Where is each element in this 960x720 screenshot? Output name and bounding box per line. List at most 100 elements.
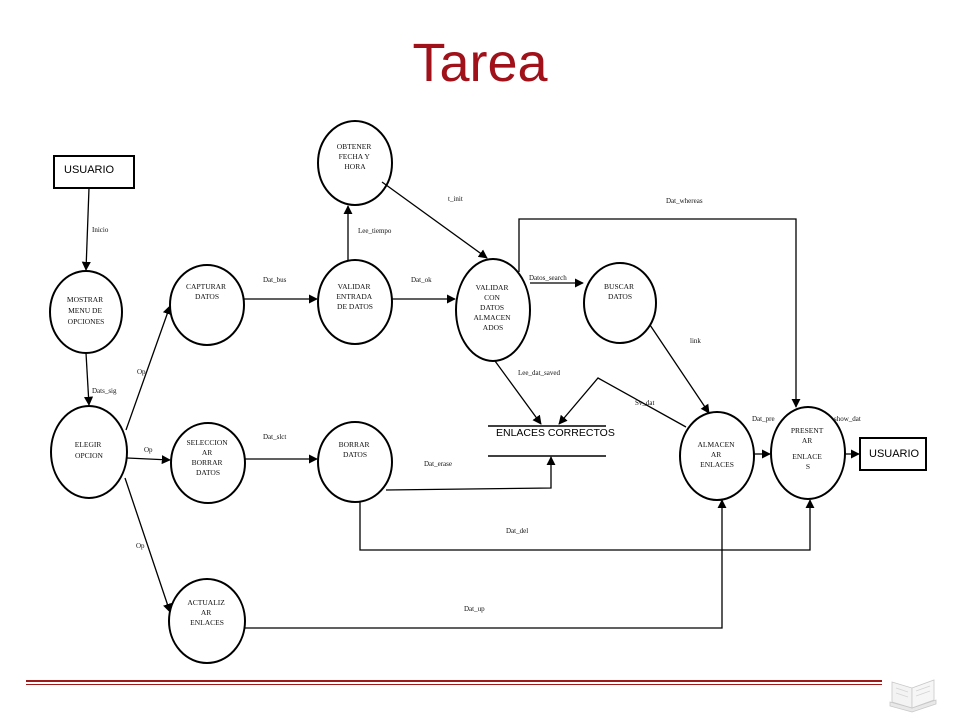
svg-text:MOSTRAR MENU DE OP: MOSTRAR MENU DE OPCIONES [67, 295, 105, 326]
flow-label-dat-whereas: Dat_whereas [666, 197, 703, 205]
svg-text:CAPTURAR DATOS: CAPTURAR DATOS [186, 282, 228, 301]
svg-text:OBTENER FECHA Y HO: OBTENER FECHA Y HORA [337, 142, 373, 171]
svg-text:VALIDAR CON DATOS: VALIDAR CON DATOS ALMACEN ADOS [474, 283, 513, 332]
svg-text:SELECCION AR BORRA: SELECCION AR BORRAR DATOS [186, 438, 229, 477]
process-actualizar-line-3: ENLACES [190, 618, 224, 627]
flow-dat-del-arrow [359, 499, 815, 551]
process-buscar-line-1: BUSCAR [604, 282, 634, 291]
page-title: Tarea [412, 33, 548, 93]
flow-label-show-dat: show_dat [834, 415, 861, 423]
flow-label-inicio: Inicio [92, 226, 109, 234]
process-seleccionar-line-4: DATOS [196, 468, 220, 477]
process-seleccionar-line-2: AR [202, 448, 212, 457]
process-presentar-line-2: AR [802, 436, 812, 445]
flow-label-dat-sel: Dat_slct [263, 433, 286, 441]
svg-text:ALMACEN AR ENLACES: ALMACEN AR ENLACES [698, 440, 737, 469]
process-seleccionar-line-3: BORRAR [192, 458, 223, 467]
process-validar-almacen-line-2: CON [484, 293, 500, 302]
process-mostrar-line-1: MOSTRAR [67, 295, 103, 304]
flow-dat-whereas-arrow [518, 218, 801, 408]
process-elegir-line-2: OPCION [75, 451, 104, 460]
process-presentar-line-3: ENLACE [792, 452, 822, 461]
flow-label-dat-up: Dat_up [464, 605, 485, 613]
entity-usuario-right-label: USUARIO [869, 448, 920, 460]
flow-inicio-arrow [81, 187, 91, 271]
flow-label-dat-pre: Dat_pre [752, 415, 775, 423]
process-validar-entrada-line-1: VALIDAR [338, 282, 371, 291]
flow-label-op-1: Op [137, 368, 146, 376]
process-validar-entrada-line-2: ENTRADA [336, 292, 372, 301]
process-presentar-enlaces[interactable]: PRESENT AR ENLACE S [770, 406, 846, 500]
flow-dat-erase-arrow [385, 456, 556, 491]
flow-link-arrow [649, 324, 710, 414]
process-actualizar-enlaces[interactable]: ACTUALIZ AR ENLACES [168, 578, 246, 664]
flow-label-dat-ok: Dat_ok [411, 276, 432, 284]
process-actualizar-line-1: ACTUALIZ [187, 598, 225, 607]
footer-divider-thin [26, 684, 882, 685]
flow-op-seleccionar-arrow [126, 455, 171, 465]
process-validar-entrada-line-3: DE DATOS [337, 302, 373, 311]
process-validar-almacenados[interactable]: VALIDAR CON DATOS ALMACEN ADOS [455, 258, 531, 362]
process-seleccionar-borrar[interactable]: SELECCION AR BORRAR DATOS [170, 422, 246, 504]
flow-sv-dat-arrow [558, 377, 687, 428]
flow-t-init-arrow [381, 181, 488, 259]
process-borrar-line-1: BORRAR [339, 440, 370, 449]
process-almacenar-line-2: AR [711, 450, 721, 459]
footer-divider-thick [26, 680, 882, 682]
process-elegir-opcion[interactable]: ELEGIR OPCION [50, 405, 128, 499]
datastore-enlaces-correctos[interactable]: ENLACES CORRECTOS [488, 425, 615, 457]
flow-dat-up-arrow [245, 499, 727, 629]
process-obtener-fecha-hora[interactable]: OBTENER FECHA Y HORA [317, 120, 393, 206]
svg-text:PRESENT AR ENLACE: PRESENT AR ENLACE S [791, 426, 825, 471]
process-presentar-line-4: S [806, 462, 810, 471]
process-almacenar-enlaces[interactable]: ALMACEN AR ENLACES [679, 411, 755, 501]
svg-text:VALIDAR ENTRADA DE: VALIDAR ENTRADA DE DATOS [336, 282, 373, 311]
process-actualizar-line-2: AR [201, 608, 211, 617]
entity-usuario-right[interactable]: USUARIO [859, 437, 927, 471]
flow-op-capturar-arrow [125, 305, 172, 431]
svg-text:ELEGIR OPCION: ELEGIR OPCION [75, 440, 104, 460]
process-capturar-datos[interactable]: CAPTURAR DATOS [169, 264, 245, 346]
datastore-label: ENLACES CORRECTOS [496, 427, 615, 439]
process-obtener-line-3: HORA [344, 162, 366, 171]
process-obtener-line-1: OBTENER [337, 142, 372, 151]
process-mostrar-line-2: MENU DE [68, 306, 102, 315]
process-mostrar-menu[interactable]: MOSTRAR MENU DE OPCIONES [49, 270, 123, 354]
process-borrar-datos[interactable]: BORRAR DATOS [317, 421, 393, 503]
svg-text:ACTUALIZ AR ENLACE: ACTUALIZ AR ENLACES [187, 598, 226, 627]
flow-label-op-3: Op [136, 542, 145, 550]
flow-label-datos-search: Datos_search [529, 274, 567, 282]
process-validar-almacen-line-1: VALIDAR [476, 283, 509, 292]
process-capturar-line-1: CAPTURAR [186, 282, 226, 291]
process-seleccionar-line-1: SELECCION [186, 438, 228, 447]
process-validar-almacen-line-4: ALMACEN [474, 313, 512, 322]
entity-usuario-left[interactable]: USUARIO [53, 155, 135, 189]
process-presentar-line-1: PRESENT [791, 426, 824, 435]
process-capturar-line-2: DATOS [195, 292, 219, 301]
flow-label-lee-dat-saved: Lee_dat_saved [518, 369, 560, 377]
process-validar-almacen-line-3: DATOS [480, 303, 504, 312]
flow-op-actualizar-arrow [124, 477, 172, 613]
process-elegir-line-1: ELEGIR [75, 440, 102, 449]
flow-label-t-init: t_init [448, 195, 463, 203]
book-logo-icon [889, 679, 937, 713]
flow-lee-dat-saved-arrow [494, 360, 542, 425]
process-almacenar-line-3: ENLACES [700, 460, 734, 469]
flow-label-dats-sig: Dats_sig [92, 387, 117, 395]
entity-usuario-left-label: USUARIO [64, 164, 115, 176]
flow-label-dat-del: Dat_del [506, 527, 528, 535]
svg-text:BORRAR DATOS: BORRAR DATOS [339, 440, 372, 459]
process-buscar-datos[interactable]: BUSCAR DATOS [583, 262, 657, 344]
process-obtener-line-2: FECHA Y [339, 152, 371, 161]
flow-label-dat-bus: Dat_bus [263, 276, 287, 284]
process-almacenar-line-1: ALMACEN [698, 440, 736, 449]
svg-text:BUSCAR DATOS: BUSCAR DATOS [604, 282, 636, 301]
process-validar-entrada[interactable]: VALIDAR ENTRADA DE DATOS [317, 259, 393, 345]
flow-dats-sig-arrow [83, 352, 94, 406]
flow-label-lee-tiempo: Lee_tiempo [358, 227, 392, 235]
process-validar-almacen-line-5: ADOS [483, 323, 503, 332]
flow-label-link: link [690, 337, 701, 345]
process-mostrar-line-3: OPCIONES [68, 317, 105, 326]
process-buscar-line-2: DATOS [608, 292, 632, 301]
